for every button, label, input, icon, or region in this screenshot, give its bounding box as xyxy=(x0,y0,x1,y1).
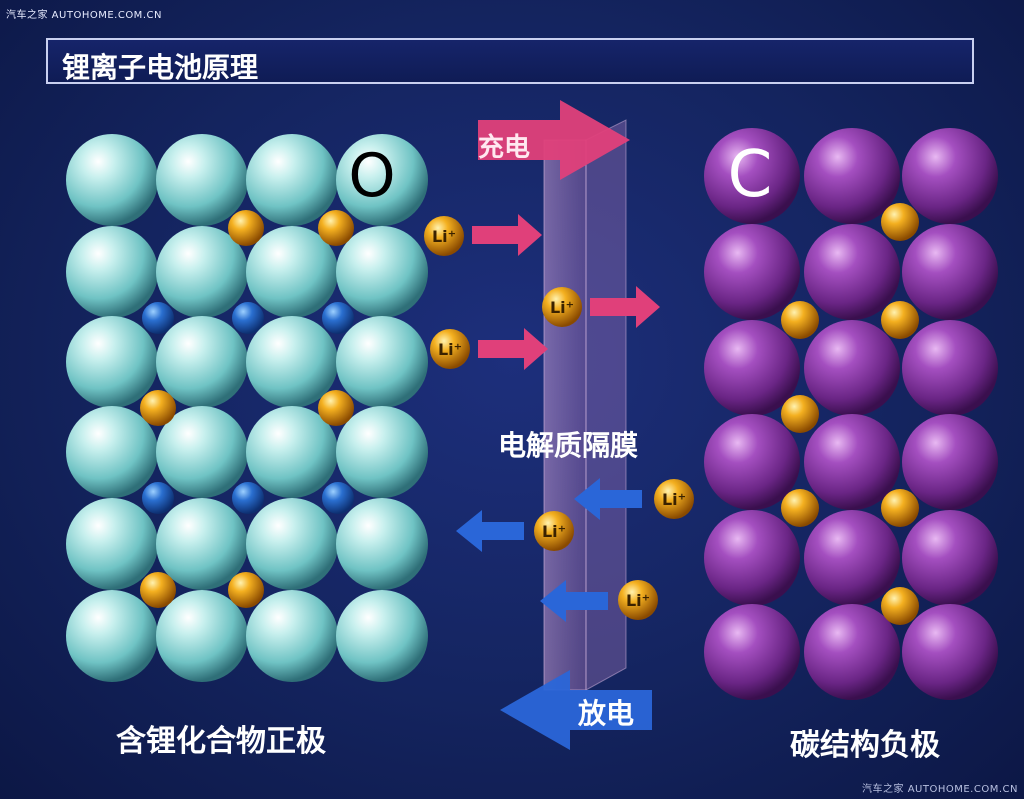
oxygen-atom xyxy=(336,316,428,408)
watermark-bottom: 汽车之家 AUTOHOME.COM.CN xyxy=(862,784,1018,795)
cobalt-atom xyxy=(322,302,354,334)
carbon-atom xyxy=(902,510,998,606)
carbon-atom xyxy=(902,414,998,510)
lithium-atom xyxy=(781,301,819,339)
carbon-atom xyxy=(704,224,800,320)
oxygen-atom xyxy=(336,590,428,682)
carbon-atom xyxy=(804,604,900,700)
charge-arrow xyxy=(478,100,630,180)
lithium-atom xyxy=(542,287,582,327)
carbon-atom xyxy=(704,510,800,606)
lithium-ion: Li⁺ xyxy=(654,479,694,519)
separator-membrane xyxy=(543,119,627,691)
anode-label: 碳结构负极 xyxy=(790,728,940,763)
lithium-atom xyxy=(881,203,919,241)
small-charge-arrows xyxy=(472,214,660,370)
title-banner: 锂离子电池原理 xyxy=(46,38,974,84)
carbon-atom xyxy=(704,128,800,224)
cathode-lattice xyxy=(66,134,428,682)
oxygen-atom xyxy=(156,316,248,408)
oxygen-atom xyxy=(66,134,158,226)
discharge-arrow xyxy=(500,670,652,750)
lithium-ion-label: Li⁺ xyxy=(438,340,462,359)
oxygen-symbol: O xyxy=(348,141,395,211)
lithium-atom xyxy=(140,390,176,426)
lithium-atom xyxy=(781,489,819,527)
charge-label: 充电 xyxy=(478,133,531,163)
oxygen-atom xyxy=(66,406,158,498)
carbon-atom xyxy=(804,510,900,606)
diagram-title: 锂离子电池原理 xyxy=(62,51,259,84)
lithium-atom xyxy=(140,572,176,608)
oxygen-atom xyxy=(66,590,158,682)
cobalt-atom xyxy=(322,482,354,514)
oxygen-atom xyxy=(246,134,338,226)
lithium-ion: Li⁺ xyxy=(534,511,574,551)
oxygen-atom xyxy=(246,316,338,408)
oxygen-atom xyxy=(336,134,428,226)
carbon-atom xyxy=(704,320,800,416)
oxygen-atom xyxy=(66,226,158,318)
oxygen-atom xyxy=(156,498,248,590)
lithium-atom xyxy=(654,479,694,519)
oxygen-atom xyxy=(156,406,248,498)
oxygen-atom xyxy=(156,590,248,682)
moving-lithium-ions: Li⁺ Li⁺ Li⁺ Li⁺ Li⁺ Li⁺ xyxy=(424,216,694,620)
carbon-atom xyxy=(902,224,998,320)
lithium-atom xyxy=(618,580,658,620)
carbon-atom xyxy=(704,604,800,700)
lithium-atom xyxy=(881,587,919,625)
lithium-ion: Li⁺ xyxy=(424,216,464,256)
lithium-atom xyxy=(318,210,354,246)
oxygen-atom xyxy=(336,406,428,498)
oxygen-atom xyxy=(246,406,338,498)
carbon-symbol: C xyxy=(728,138,773,212)
oxygen-atom xyxy=(336,498,428,590)
lithium-atom xyxy=(318,390,354,426)
lithium-ion-label: Li⁺ xyxy=(626,591,650,610)
lithium-atom xyxy=(424,216,464,256)
cathode-label: 含锂化合物正极 xyxy=(116,724,326,759)
lithium-ion-label: Li⁺ xyxy=(542,522,566,541)
lithium-atom xyxy=(534,511,574,551)
carbon-atom xyxy=(804,224,900,320)
lithium-atom xyxy=(430,329,470,369)
oxygen-atom xyxy=(156,134,248,226)
oxygen-atom xyxy=(66,316,158,408)
anode-lattice xyxy=(704,128,998,700)
lithium-atom xyxy=(881,301,919,339)
lithium-atom xyxy=(228,572,264,608)
discharge-label: 放电 xyxy=(578,697,635,730)
small-discharge-arrows xyxy=(456,478,642,622)
carbon-atom xyxy=(804,320,900,416)
lithium-atom xyxy=(881,489,919,527)
carbon-atom xyxy=(902,128,998,224)
watermark-top: 汽车之家 AUTOHOME.COM.CN xyxy=(6,10,162,21)
separator-label: 电解质隔膜 xyxy=(498,429,639,462)
carbon-atom xyxy=(902,604,998,700)
carbon-atom xyxy=(804,414,900,510)
oxygen-atom xyxy=(66,498,158,590)
carbon-atom xyxy=(804,128,900,224)
carbon-atom xyxy=(704,414,800,510)
lithium-ion-label: Li⁺ xyxy=(432,227,456,246)
lithium-ion: Li⁺ xyxy=(430,329,470,369)
cobalt-atom xyxy=(232,482,264,514)
cobalt-atom xyxy=(142,302,174,334)
lithium-atom xyxy=(781,395,819,433)
oxygen-atom xyxy=(246,226,338,318)
cobalt-atom xyxy=(232,302,264,334)
cobalt-atom xyxy=(142,482,174,514)
oxygen-atom xyxy=(246,590,338,682)
lithium-atom xyxy=(228,210,264,246)
oxygen-atom xyxy=(336,226,428,318)
lithium-ion-label: Li⁺ xyxy=(550,298,574,317)
lithium-ion: Li⁺ xyxy=(542,287,582,327)
oxygen-atom xyxy=(156,226,248,318)
oxygen-atom xyxy=(246,498,338,590)
lithium-ion-label: Li⁺ xyxy=(662,490,686,509)
carbon-atom xyxy=(902,320,998,416)
lithium-ion: Li⁺ xyxy=(618,580,658,620)
